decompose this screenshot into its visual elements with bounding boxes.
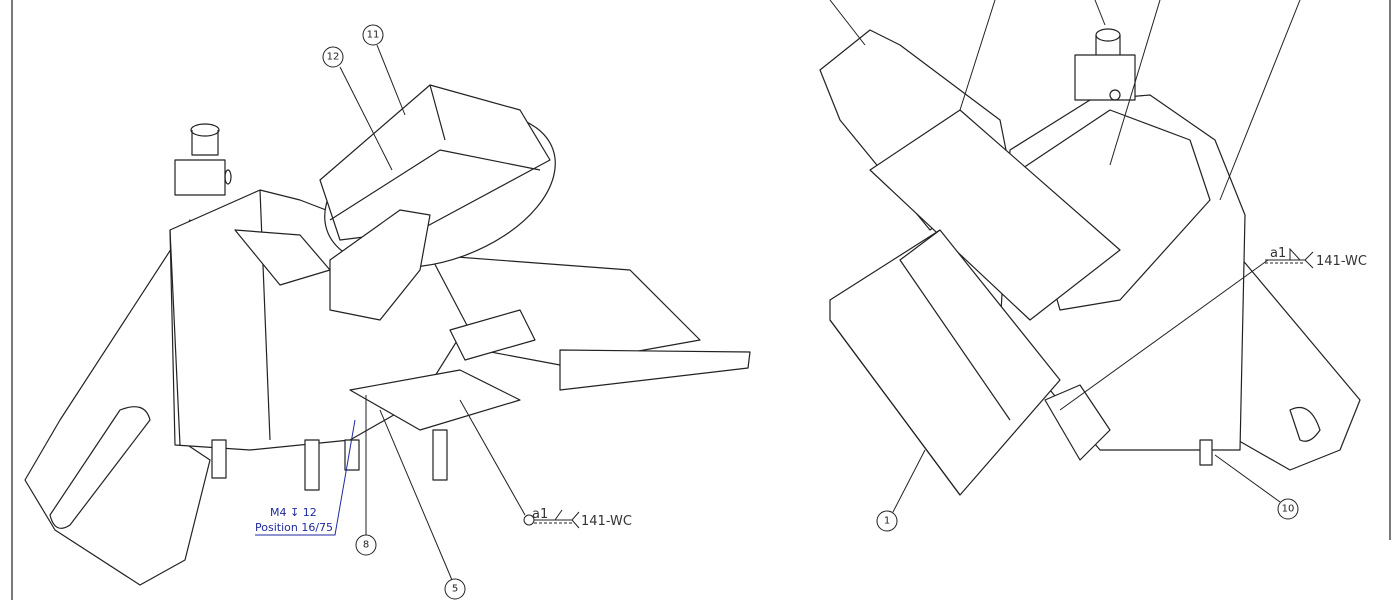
svg-text:1: 1	[884, 516, 890, 527]
balloon-12: 12	[322, 46, 344, 68]
balloon-10: 10	[1277, 498, 1299, 520]
hopper	[1019, 109, 1211, 311]
left-isometric-view	[24, 44, 751, 586]
svg-text:141-WC: 141-WC	[581, 514, 632, 529]
weld-symbol-right: a1 141-WC	[1265, 246, 1367, 269]
tray-arm	[24, 219, 211, 586]
svg-text:5: 5	[452, 584, 458, 595]
svg-text:a1: a1	[532, 507, 548, 522]
carriage	[869, 109, 1121, 321]
svg-text:M4 ↧ 12: M4 ↧ 12	[270, 506, 317, 519]
right-isometric-view	[819, 0, 1361, 513]
balloon-5: 5	[444, 578, 466, 600]
svg-text:8: 8	[363, 540, 369, 551]
handle	[329, 209, 431, 321]
switch-box	[1074, 54, 1136, 101]
weld-symbol-left: a1 141-WC	[523, 507, 632, 529]
svg-text:11: 11	[367, 30, 380, 41]
balloon-11: 11	[362, 24, 384, 46]
balloon-1: 1	[876, 510, 898, 532]
outlet-plate	[559, 349, 751, 391]
svg-text:12: 12	[327, 52, 340, 63]
hole-callout: M4 ↧ 12 Position 16/75	[255, 506, 333, 534]
hole-callout-leader	[255, 419, 356, 536]
svg-text:141-WC: 141-WC	[1316, 254, 1367, 269]
svg-text:Position 16/75: Position 16/75	[255, 521, 333, 534]
switch-box	[174, 159, 226, 196]
motor-clamp	[1044, 384, 1111, 461]
product-table	[829, 229, 1061, 496]
svg-text:10: 10	[1282, 504, 1295, 515]
svg-text:a1: a1	[1270, 246, 1286, 261]
balloon-8: 8	[355, 534, 377, 556]
